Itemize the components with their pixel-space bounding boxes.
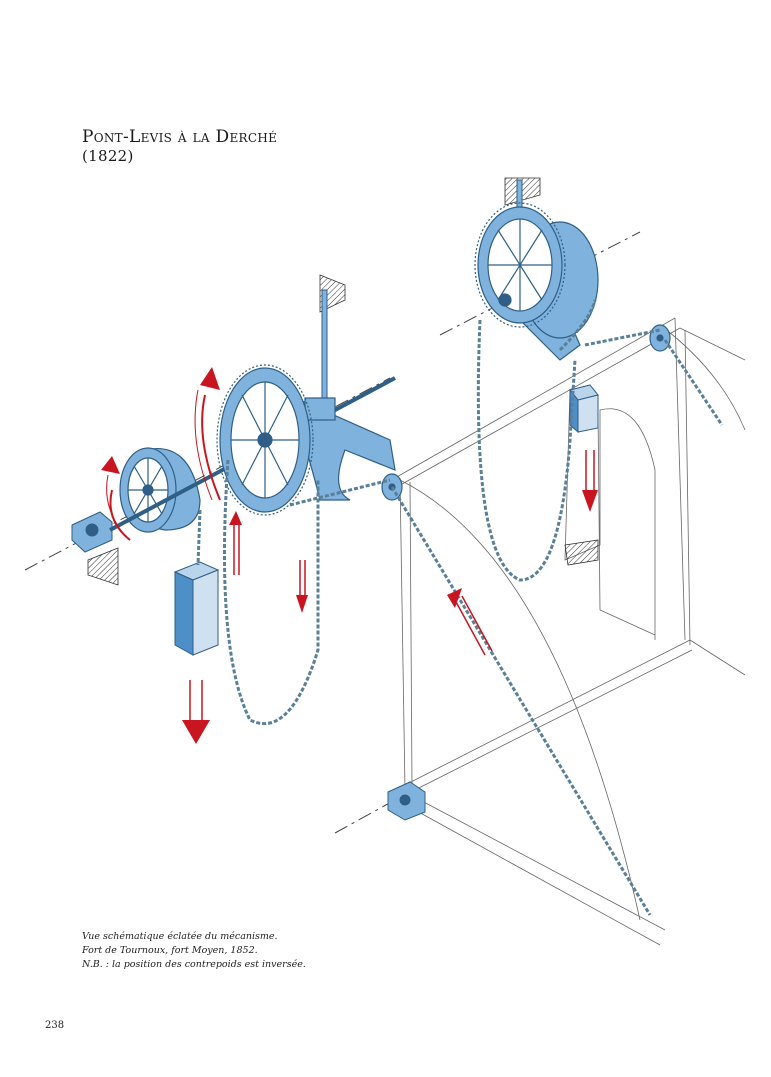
- chains: [196, 299, 724, 916]
- counterweight-left: [173, 561, 220, 656]
- page-number: 238: [45, 1020, 65, 1031]
- straight-arrows: [189, 450, 595, 720]
- frame-lines: [394, 317, 746, 946]
- page-title: Pont-Levis à la Derché (1822): [82, 127, 278, 165]
- large-wheel: [216, 364, 396, 516]
- pulley-right: [649, 324, 671, 352]
- hatched-supports: [87, 177, 599, 586]
- caption-line-1: Vue schématique éclatée du mécanisme.: [82, 931, 278, 942]
- caption-line-2: Fort de Tournoux, fort Moyen, 1852.: [82, 944, 258, 956]
- figure-caption: Vue schématique éclatée du mécanisme. Fo…: [82, 930, 306, 971]
- title-text: Pont-Levis à la Derché: [82, 127, 278, 147]
- caption-line-3: N.B. : la position des contrepoids est i…: [82, 958, 306, 970]
- title-year: (1822): [82, 146, 134, 165]
- rotation-arrows: [106, 389, 221, 541]
- upper-wheel: [474, 202, 599, 361]
- bearing-block-left: [71, 511, 113, 553]
- bearing-block-bottom: [387, 781, 426, 821]
